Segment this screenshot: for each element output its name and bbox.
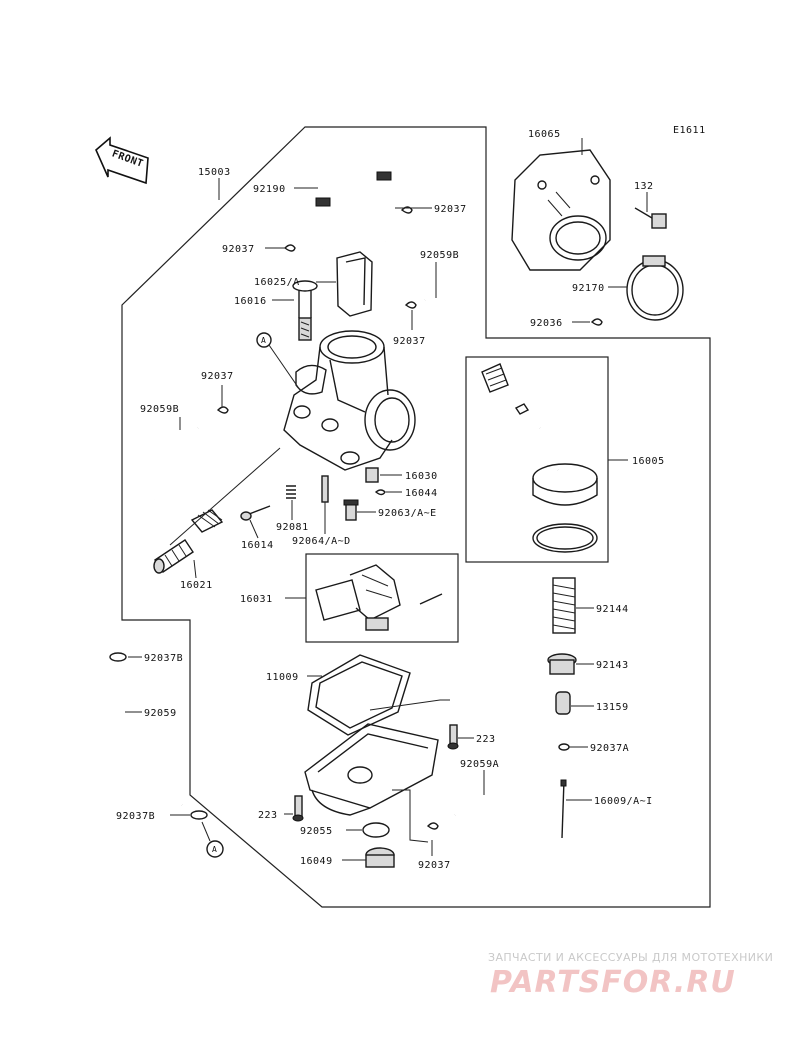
label-92190: 92190 [253,184,286,195]
label-92144: 92144 [596,604,629,615]
label-92064: 92064/A~D [292,536,351,547]
label-16009: 16009/A~I [594,796,653,807]
label-16044: 16044 [405,488,438,499]
label-92170: 92170 [572,283,605,294]
label-92037-top-left: 92037 [222,244,255,255]
clip-92037-mid [404,301,417,309]
vent-hose-92190 [315,137,395,251]
callout-a-bottom-label: A [212,845,217,854]
plug-16049 [365,847,395,868]
holder-16065 [511,149,611,271]
label-92037-mid: 92037 [393,336,426,347]
front-arrow: FRONT [95,136,149,185]
label-92059b-top: 92059B [420,250,459,261]
label-92059b-left: 92059B [140,404,179,415]
ring-92037A [558,743,570,751]
diagram-code: E1611 [673,125,706,136]
label-11009: 11009 [266,672,299,683]
hose-92059B-left [148,425,200,501]
clamp-92170 [626,255,684,321]
screw-223-left [292,795,304,822]
hose-92059B-top [423,284,471,325]
label-92037a: 92037A [590,743,629,754]
label-16065: 16065 [528,129,561,140]
oring-92055 [362,822,390,838]
cap-92143 [547,653,577,675]
spring-92144 [552,577,576,634]
screw-16016 [292,280,318,341]
label-92037-left: 92037 [201,371,234,382]
callout-a-top: A [256,332,301,391]
cap-assembly-16005 [465,356,609,563]
air-screw-16021 [153,447,281,574]
label-16021: 16021 [180,580,213,591]
bolt-132 [634,207,667,229]
label-16025a: 16025/A [254,277,300,288]
label-13159: 13159 [596,702,629,713]
gasket-11009 [307,654,411,736]
label-223-right: 223 [476,734,496,745]
holder-13159 [555,691,571,715]
label-92037-bottom: 92037 [418,860,451,871]
watermark-brand: PARTSFOR.RU [490,965,736,1000]
needle-16014 [240,505,271,521]
label-16031: 16031 [240,594,273,605]
label-92037b-bottom: 92037B [116,811,155,822]
clip-92037B-bottom [190,810,208,820]
callout-a-top-label: A [261,336,266,345]
float-chamber [304,723,439,816]
label-92059a: 92059A [460,759,499,770]
label-16014: 16014 [241,540,274,551]
label-15003: 15003 [198,167,231,178]
clip-92037-top-left [283,244,296,252]
label-16030: 16030 [405,471,438,482]
label-132: 132 [634,181,654,192]
label-92037-top-right: 92037 [434,204,467,215]
hose-92059 [114,672,185,808]
label-16016: 16016 [234,296,267,307]
float-16031 [305,553,459,643]
carburetor-body [283,330,416,471]
needle-16009 [560,779,567,839]
label-16005: 16005 [632,456,665,467]
clip-92037-bottom [426,822,439,830]
hose-92059A [453,796,499,840]
label-92059: 92059 [144,708,177,719]
label-223-left: 223 [258,810,278,821]
label-92036: 92036 [530,318,563,329]
clip-92037-left [216,406,229,414]
screw-223-right [447,724,459,750]
clip-16044 [374,489,386,496]
clip-92037B-top [109,652,127,662]
clip-92036 [590,318,603,326]
label-92081: 92081 [276,522,309,533]
label-16049: 16049 [300,856,333,867]
label-92055: 92055 [300,826,333,837]
callout-a-bottom: A [201,821,224,858]
jet-16030 [365,467,379,483]
spring-92081 [286,485,296,499]
watermark-tagline: ЗАПЧАСТИ И АКСЕССУАРЫ ДЛЯ МОТОТЕХНИКИ [488,951,773,964]
cap-16025A [336,251,373,317]
label-92143: 92143 [596,660,629,671]
jet-92063 [343,499,359,521]
assembly-frame [121,126,711,908]
label-92063: 92063/A~E [378,508,437,519]
label-92037b-top: 92037B [144,653,183,664]
jet-92064 [321,475,329,503]
